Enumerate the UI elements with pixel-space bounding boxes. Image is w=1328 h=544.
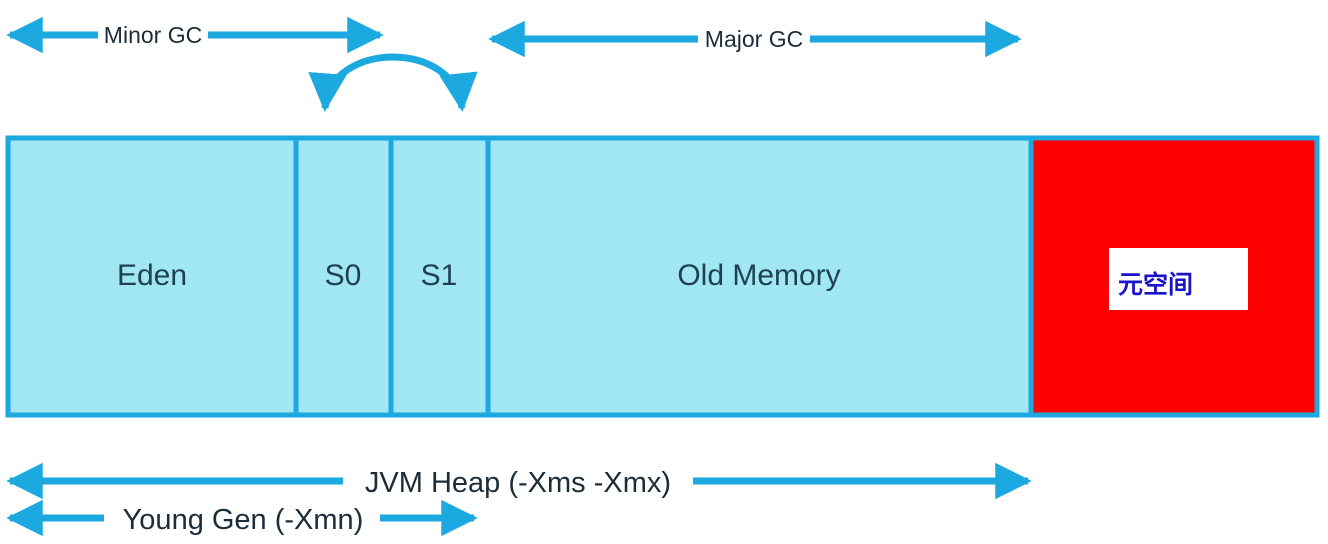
major-gc-label: Major GC (705, 26, 803, 52)
old-memory-label: Old Memory (677, 259, 840, 292)
s0-label: S0 (325, 259, 362, 292)
minor-gc-label: Minor GC (104, 22, 202, 48)
major-gc-arrow: Major GC (488, 20, 1022, 58)
survivor-swap-arrow (308, 53, 478, 112)
young-gen-label-bg (104, 500, 380, 538)
metaspace-label: 元空间 (1118, 270, 1193, 299)
s1-label: S1 (421, 259, 458, 292)
minor-gc-arrow: Minor GC (6, 16, 384, 54)
major-gc-label-bg (698, 24, 810, 54)
metaspace-label-box (1109, 248, 1248, 310)
jvm-heap-label: JVM Heap (-Xms -Xmx) (365, 467, 671, 499)
eden-region (5, 135, 299, 418)
jvm-heap-label-bg (343, 462, 693, 500)
young-gen-label: Young Gen (-Xmn) (123, 504, 364, 536)
young-gen-range: Young Gen (-Xmn) (6, 499, 478, 538)
minor-gc-label-bg (98, 20, 208, 50)
heap-bar: Eden S0 S1 Old Memory 元空间 (5, 135, 1320, 418)
s0-region (293, 135, 394, 418)
jvm-heap-range: JVM Heap (-Xms -Xmx) (6, 462, 1032, 500)
eden-label: Eden (117, 259, 187, 292)
